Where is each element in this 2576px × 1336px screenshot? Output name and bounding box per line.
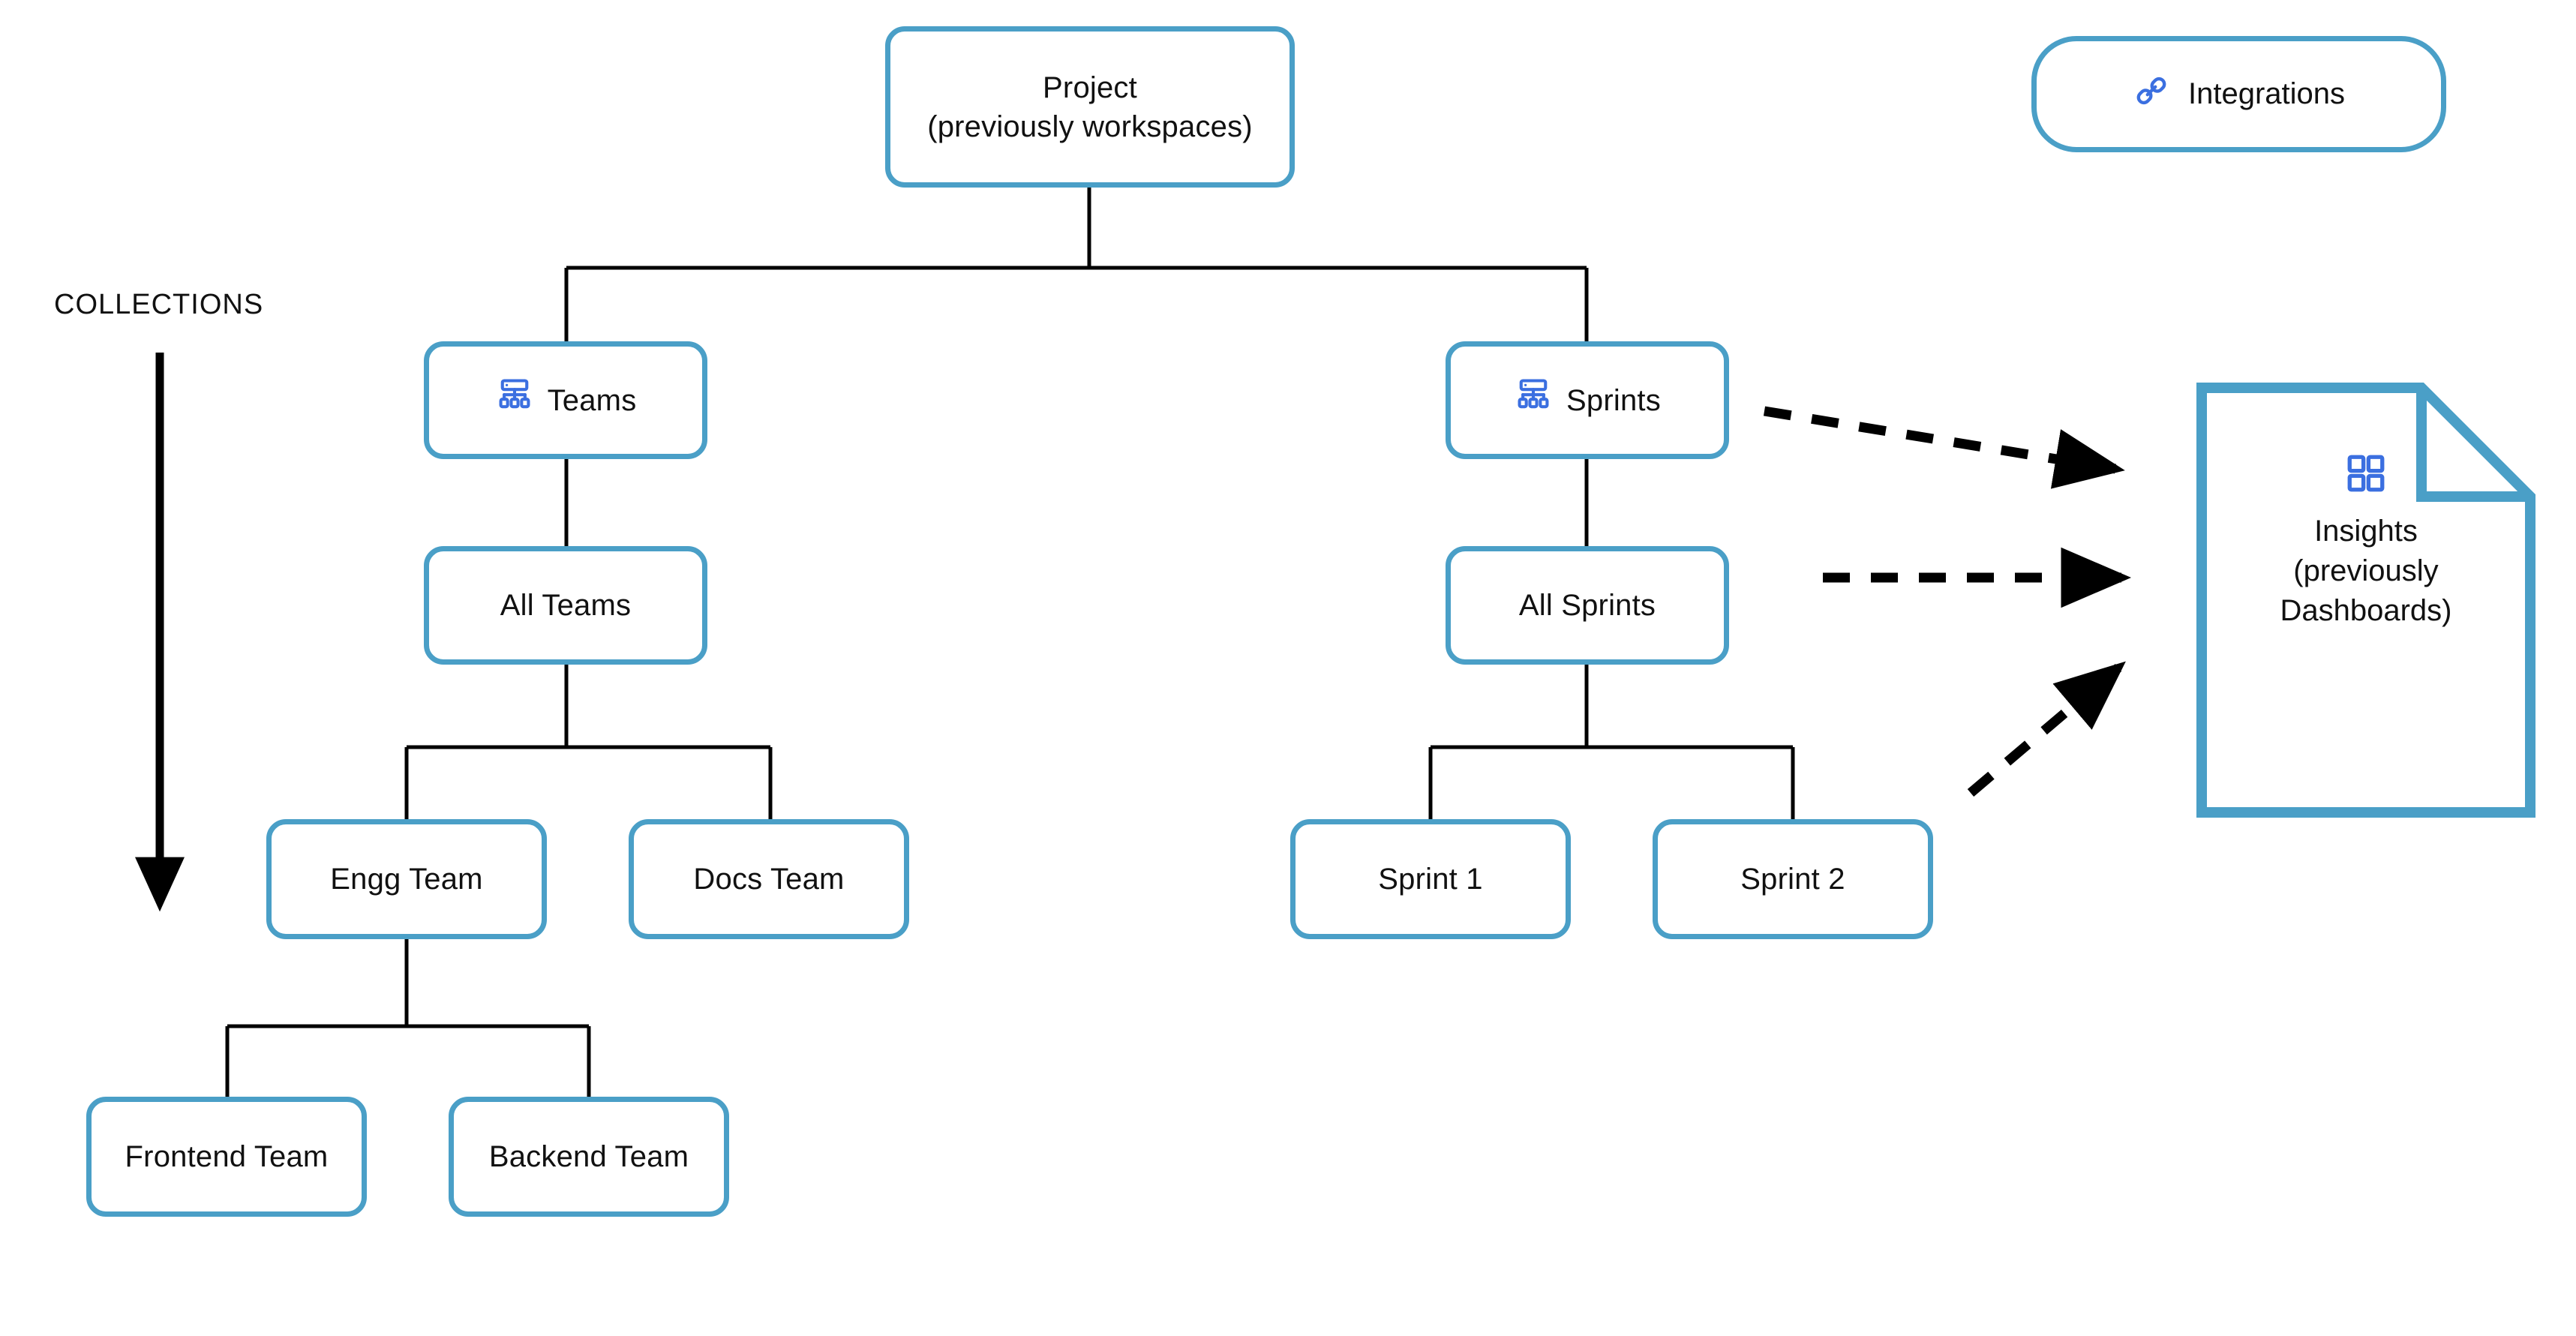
node-docs-team[interactable]: Docs Team (629, 819, 909, 939)
node-integrations-label: Integrations (2187, 77, 2346, 110)
node-all-sprints-label: All Sprints (1518, 589, 1656, 622)
grid-2x2-icon (2344, 452, 2388, 495)
hierarchy-icon (1514, 376, 1553, 425)
node-docs-team-label: Docs Team (693, 863, 845, 896)
node-teams-label: Teams (547, 383, 637, 417)
edge-sprint2-insights (1967, 661, 2126, 797)
node-sprint-1-label: Sprint 1 (1378, 863, 1483, 896)
node-sprint-2-label: Sprint 2 (1740, 863, 1845, 896)
node-sprints[interactable]: Sprints (1446, 341, 1729, 459)
node-project-label: Project (previously workspaces) (927, 71, 1253, 143)
node-integrations[interactable]: Integrations (2031, 36, 2446, 152)
node-sprint-2[interactable]: Sprint 2 (1653, 819, 1933, 939)
node-all-teams-label: All Teams (500, 589, 632, 622)
node-insights[interactable]: Insights (previously Dashboards) (2196, 383, 2535, 818)
collections-caption: COLLECTIONS (54, 289, 264, 320)
node-insights-label: Insights (previously Dashboards) (2280, 515, 2452, 627)
node-backend-team-label: Backend Team (488, 1140, 689, 1173)
node-sprint-1[interactable]: Sprint 1 (1290, 819, 1571, 939)
node-frontend-team[interactable]: Frontend Team (86, 1097, 367, 1217)
node-engg-team-label: Engg Team (330, 863, 483, 896)
link-icon (2133, 72, 2170, 117)
node-all-teams[interactable]: All Teams (424, 546, 707, 665)
node-teams[interactable]: Teams (424, 341, 707, 459)
node-backend-team[interactable]: Backend Team (449, 1097, 729, 1217)
node-engg-team[interactable]: Engg Team (266, 819, 547, 939)
node-sprints-label: Sprints (1566, 383, 1661, 417)
hierarchy-icon (495, 376, 534, 425)
insights-content: Insights (previously Dashboards) (2196, 383, 2535, 818)
node-project[interactable]: Project (previously workspaces) (885, 26, 1295, 188)
document-shape (2196, 383, 2535, 818)
node-all-sprints[interactable]: All Sprints (1446, 546, 1729, 665)
edge-sprints-insights (1763, 406, 2125, 489)
node-frontend-team-label: Frontend Team (125, 1140, 329, 1173)
